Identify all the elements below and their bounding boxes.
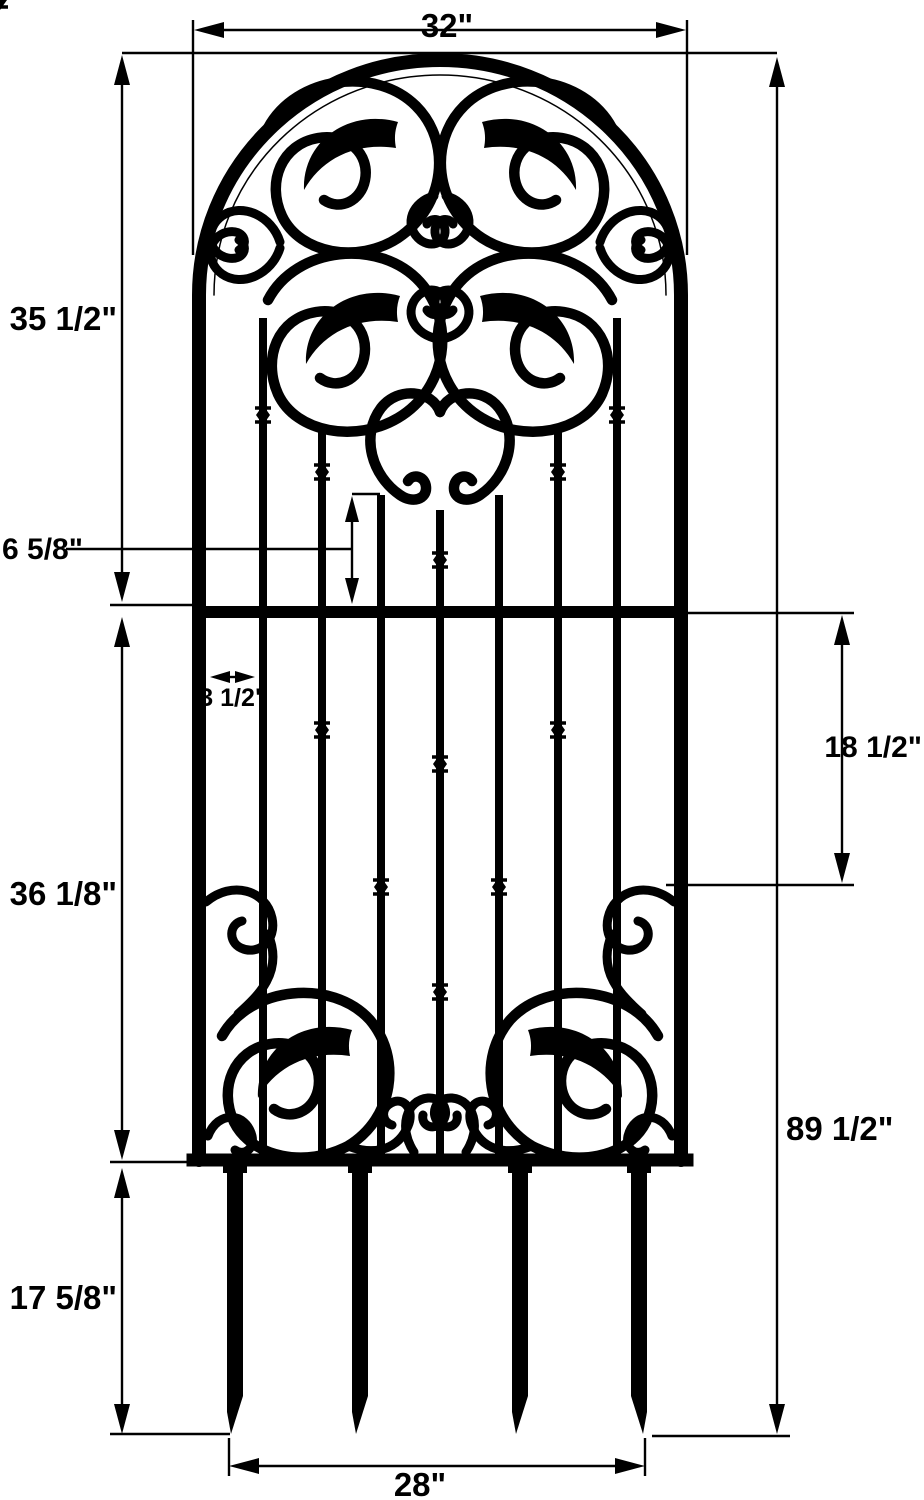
dim-lower-section-label: 36 1/8" [10, 875, 117, 912]
dimension-annotations: 32" 35 1/2" 6 5/8" 3 1/2" [2, 7, 922, 1500]
dim-overall-height: 89 1/2" [652, 57, 893, 1438]
dim-midrail-to-lower-scroll-label: 18 1/2" [824, 731, 922, 764]
stake-3 [512, 1154, 528, 1434]
dim-scroll-to-midrail: 6 5/8" [2, 492, 380, 604]
trellis-frame [192, 53, 688, 1167]
dim-stake-length: 17 5/8" [10, 1168, 230, 1436]
dim-stake-span-label: 28" [394, 1466, 446, 1500]
dim-top-width: 32" [191, 7, 689, 255]
bottom-scrollwork-left [201, 885, 451, 1163]
trellis [0, 0, 694, 1434]
dim-lower-section-height: 36 1/8" [10, 617, 197, 1164]
dim-scroll-to-midrail-label: 6 5/8" [2, 533, 83, 566]
dim-midrail-to-lower-scroll: 18 1/2" [666, 611, 922, 887]
dim-edge-to-first-bar: 3 1/2" [199, 671, 267, 712]
arch-scrollwork-right [435, 81, 670, 499]
dim-upper-section-height: 35 1/2" [10, 55, 197, 607]
dim-upper-section-label: 35 1/2" [10, 300, 117, 337]
stake-2 [352, 1154, 368, 1434]
ground-stakes [223, 1154, 651, 1434]
arch-scrollwork-left [206, 76, 450, 505]
stake-1 [227, 1154, 243, 1434]
dim-stake-length-label: 17 5/8" [10, 1279, 117, 1316]
dim-edge-to-first-bar-label: 3 1/2" [199, 684, 266, 712]
bar-collar-knots [0, 0, 627, 1004]
inner-arch-hairline [213, 74, 667, 296]
dim-top-width-label: 32" [421, 7, 473, 44]
stake-4 [631, 1154, 647, 1434]
dim-stake-span: 28" [227, 1438, 647, 1500]
dim-overall-height-label: 89 1/2" [786, 1110, 893, 1147]
